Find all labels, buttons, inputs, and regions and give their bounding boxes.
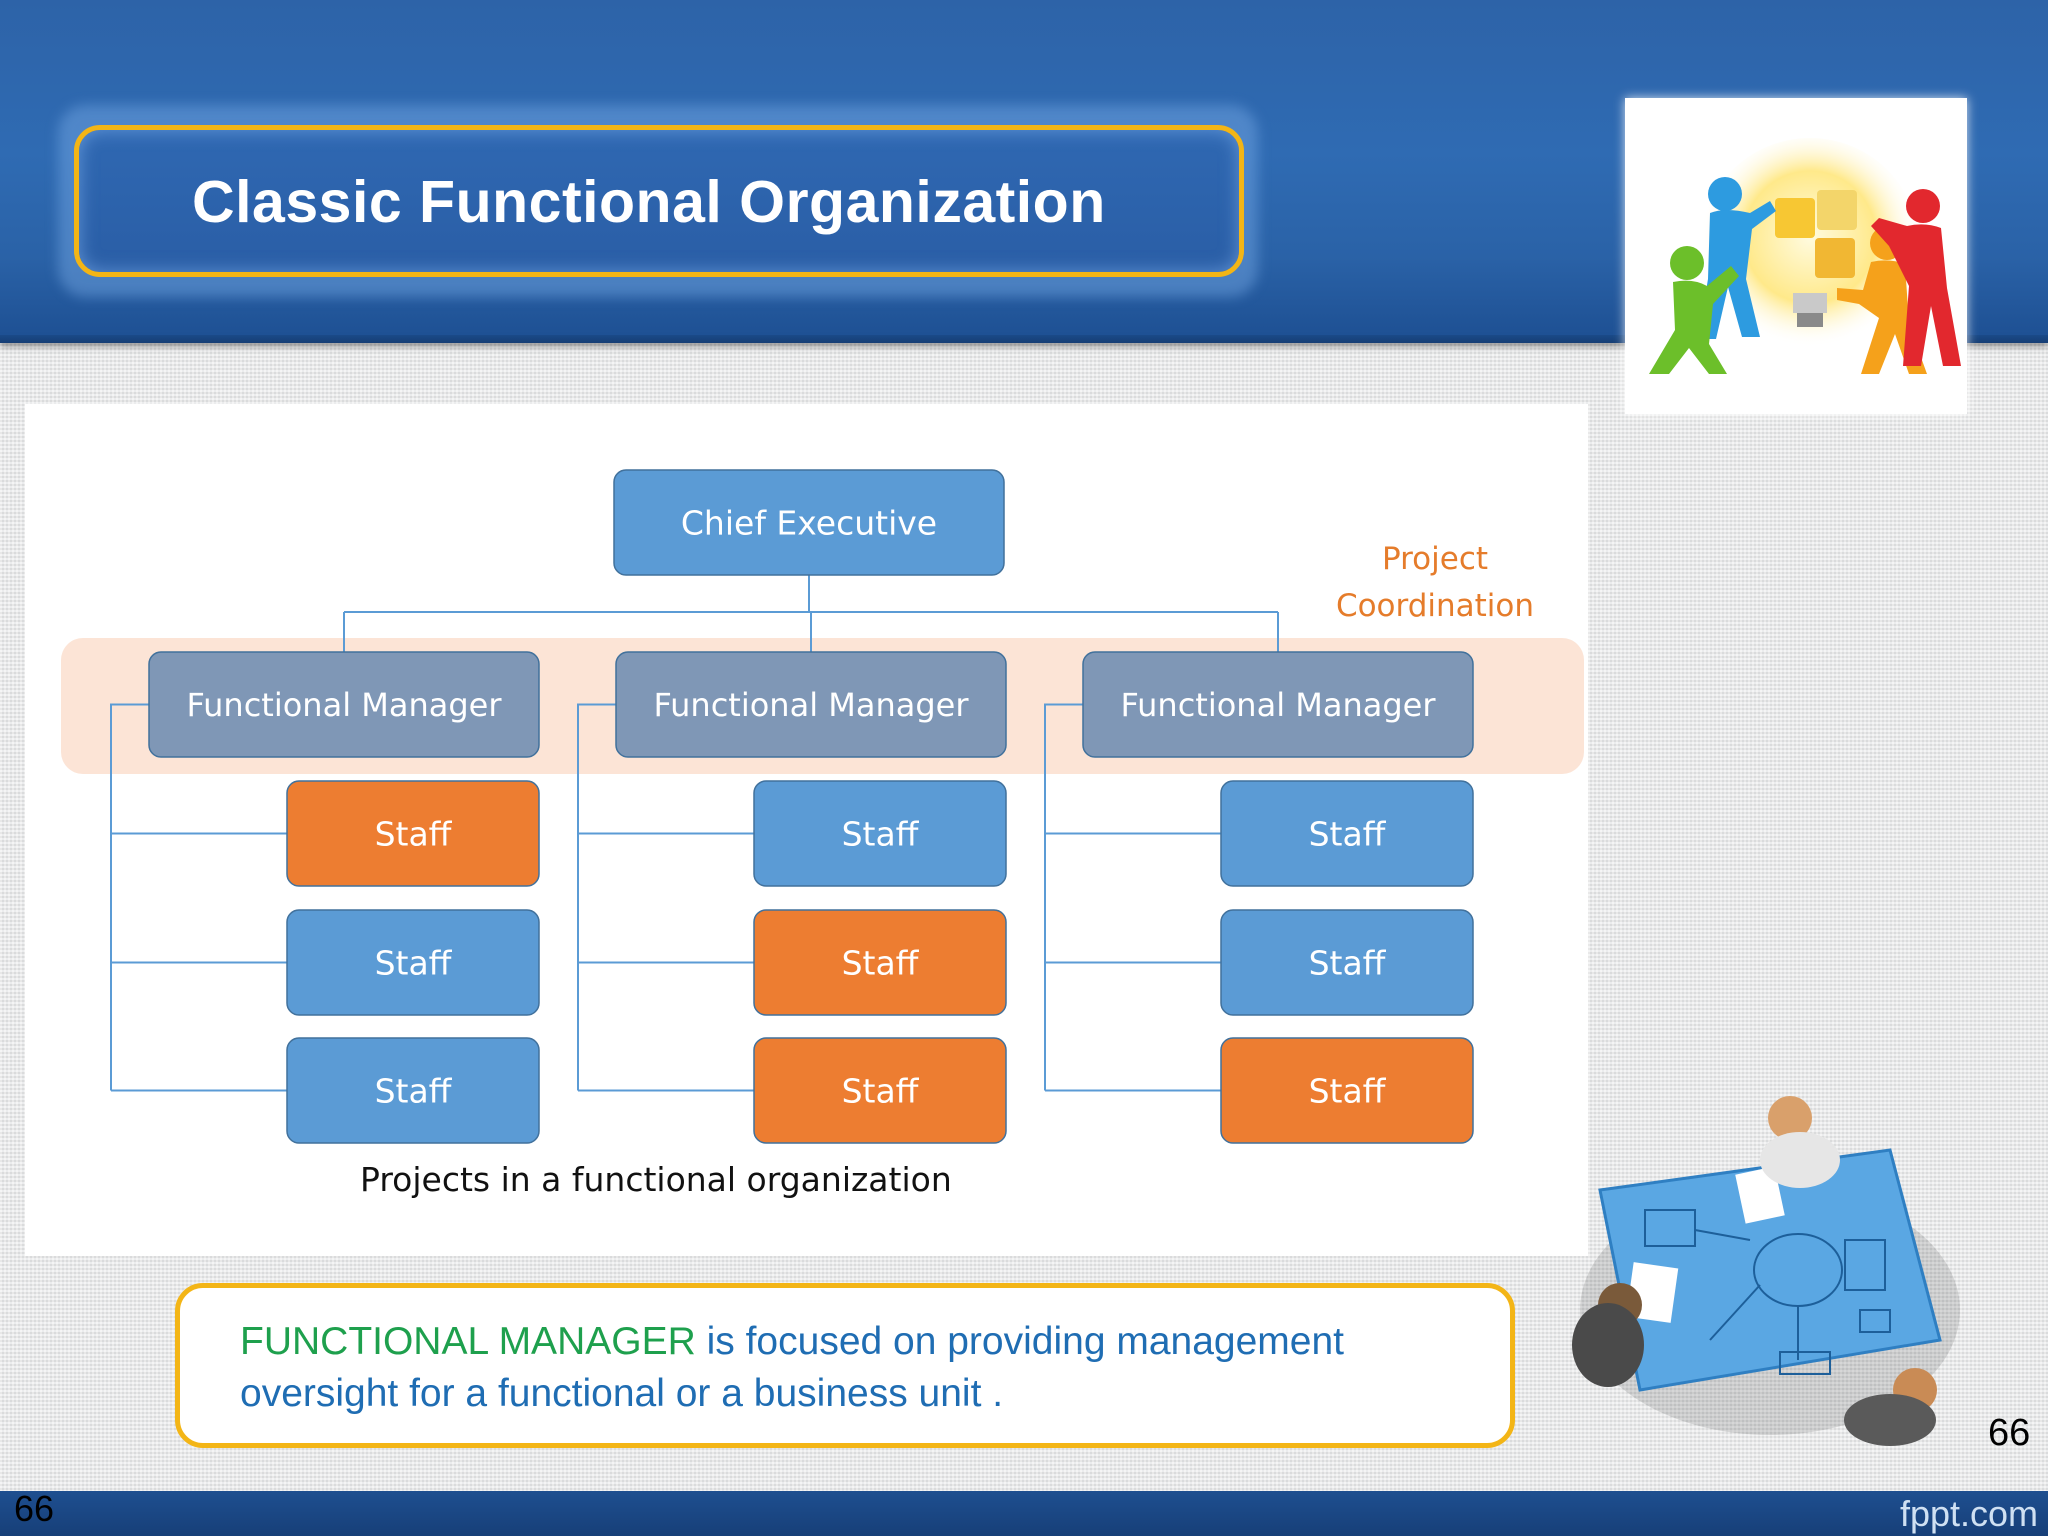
brand-watermark: fppt.com: [1899, 1493, 2038, 1534]
project-coordination-label: Project Coordination: [1335, 541, 1535, 624]
teamwork-people-icon: [1649, 138, 1961, 374]
chief-executive-box-label: Chief Executive: [681, 503, 937, 542]
project-staff-box: [753, 1037, 1007, 1144]
functional-manager-box-label: Functional Manager: [1120, 686, 1436, 724]
staff-box: [753, 780, 1007, 887]
staff-box: [286, 909, 540, 1016]
functional-manager-box-label: Functional Manager: [653, 686, 969, 724]
functional-manager-box: [1082, 651, 1474, 758]
staff-box: [1220, 909, 1474, 1016]
staff-box-label: Staff: [375, 1071, 453, 1110]
project-staff-box-label: Staff: [1309, 1071, 1387, 1110]
footer-band: [0, 1491, 2048, 1536]
functional-manager-box-label: Functional Manager: [186, 686, 502, 724]
functional-manager-box: [615, 651, 1007, 758]
project-staff-box-label: Staff: [842, 1071, 920, 1110]
project-staff-box-label: Staff: [375, 814, 453, 853]
functional-manager-box: [148, 651, 540, 758]
note-text: FUNCTIONAL MANAGER is focused on providi…: [240, 1316, 1470, 1420]
staff-box-label: Staff: [375, 943, 453, 982]
page-number-left: 66: [14, 1488, 55, 1529]
note-description: is focused on providing management overs…: [240, 1320, 1344, 1415]
staff-box-label: Staff: [1309, 814, 1387, 853]
chief-executive-box: [613, 469, 1005, 576]
slide-title: Classic Functional Organization: [192, 169, 1106, 235]
staff-box-label: Staff: [1309, 943, 1387, 982]
page-number-right: 66: [1988, 1412, 2031, 1454]
project-staff-box: [753, 909, 1007, 1016]
project-staff-box: [286, 780, 540, 887]
staff-box: [1220, 780, 1474, 887]
project-staff-box: [1220, 1037, 1474, 1144]
teamwork-illustration: [1625, 98, 1967, 414]
staff-box-label: Staff: [842, 814, 920, 853]
definition-note: FUNCTIONAL MANAGER is focused on providi…: [175, 1283, 1515, 1448]
project-staff-box-label: Staff: [842, 943, 920, 982]
title-frame: [74, 125, 1244, 277]
meeting-illustration: [1560, 1090, 1960, 1450]
diagram-caption: Projects in a functional organization: [360, 1160, 952, 1199]
staff-box: [286, 1037, 540, 1144]
note-term: FUNCTIONAL MANAGER: [240, 1320, 696, 1363]
team-meeting-icon: [1572, 1096, 1960, 1446]
